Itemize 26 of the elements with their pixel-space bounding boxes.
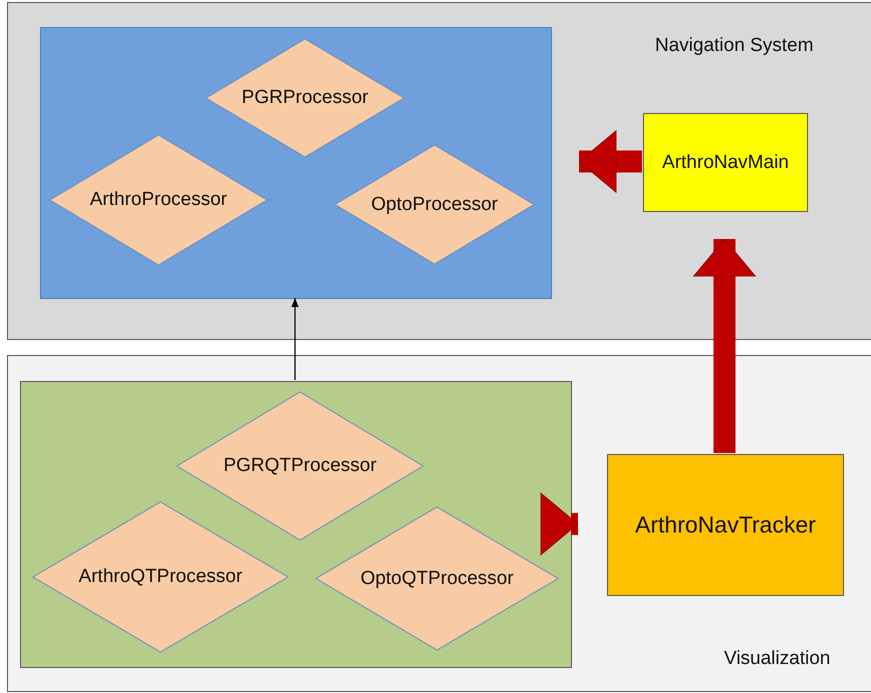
group-panel: [7, 2, 871, 340]
block-arrow: [693, 238, 756, 453]
block-arrow: [578, 130, 642, 193]
process-box: [607, 454, 844, 596]
arrow: [291, 298, 299, 380]
decision-diamond: [177, 392, 423, 540]
diamond-label: PGRProcessor: [240, 87, 370, 109]
decision-diamond: [335, 145, 534, 264]
diamond-label: PGRQTProcessor: [222, 455, 378, 477]
diamond-label: OptoProcessor: [370, 194, 499, 216]
decision-diamond: [206, 39, 404, 157]
decision-diamond: [33, 502, 288, 652]
decision-diamond: [50, 135, 267, 265]
panel-title: Navigation System: [655, 35, 814, 57]
block-arrow: [540, 492, 578, 556]
diamond-label: OptoQTProcessor: [359, 568, 515, 590]
box-label: ArthroNavMain: [661, 152, 790, 174]
container-box: [40, 27, 552, 299]
panel-title: Visualization: [724, 648, 830, 670]
diamond-label: ArthroProcessor: [88, 189, 228, 211]
group-panel: [7, 355, 871, 692]
process-box: [643, 113, 808, 212]
box-label: ArthroNavTracker: [634, 512, 817, 538]
container-box: [20, 381, 572, 668]
decision-diamond: [316, 507, 558, 650]
diamond-label: ArthroQTProcessor: [78, 566, 244, 588]
